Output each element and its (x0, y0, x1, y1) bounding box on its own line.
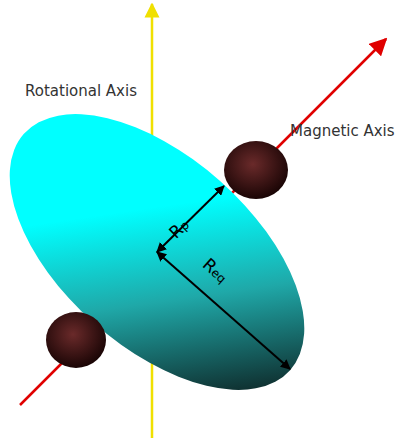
magnetic-pole (224, 141, 288, 199)
axis-label: Magnetic Axis (290, 122, 395, 140)
polar-radius-arrow (157, 186, 224, 252)
star-body (0, 63, 353, 441)
magnetic-pole (46, 312, 106, 368)
equatorial-radius-arrow (157, 252, 290, 369)
axis-label: Rotational Axis (25, 82, 137, 100)
